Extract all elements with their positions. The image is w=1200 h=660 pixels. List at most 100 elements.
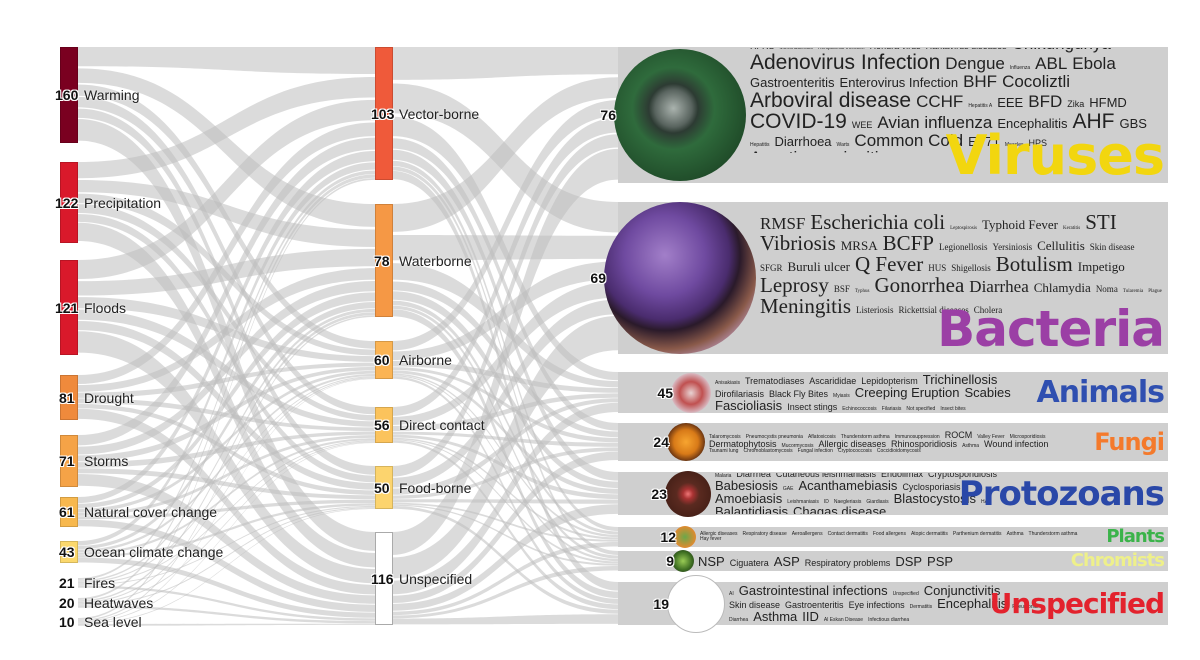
word: BHF [963,72,998,92]
word: MRSA [840,238,878,254]
word: Hantavirus diseases [926,48,1007,51]
word: Aflatoxicosis [807,433,836,440]
pathway-count: 60 [374,352,390,368]
word: Cryptococcosis [837,447,872,454]
flow-link [78,605,375,624]
word: Pneumonia [1012,604,1038,610]
word: Rhinosporidiosis [891,438,958,449]
driver-bar[interactable] [60,260,78,355]
pathogen-image [665,470,711,517]
driver-count: 61 [59,504,75,520]
word: IID [802,609,819,624]
pathway-bar[interactable] [375,466,393,509]
driver-label: Ocean climate change [84,544,224,560]
word: Avian influenza [877,113,993,133]
word: Cutaneous leishmaniasis [775,473,876,479]
flow-link [78,99,375,280]
word: Warts [836,142,850,149]
word: Aseptic meningitis [750,149,887,153]
word: Atopic dermatitis [910,531,948,537]
word: Zika [1067,99,1085,110]
word: HPS [1028,138,1048,149]
word: AI [729,591,734,597]
word: EEE [997,95,1024,111]
flow-link [78,302,375,550]
flow-link [392,437,618,540]
driver-bar[interactable] [60,541,78,563]
word: Respiratory problems [804,557,891,568]
driver-bar[interactable] [60,375,78,420]
word: Cryptosporidiosis [928,473,998,479]
flow-link [78,376,375,584]
pathogen-panel-unspecified[interactable]: 19 AI Gastrointestinal infections Unspecifi… [618,574,1168,633]
word: Parthenium dermatitis [952,531,1002,537]
flow-link [78,47,375,74]
driver-label: Precipitation [84,194,162,211]
pathogen-image [614,49,746,181]
driver-bar[interactable] [60,497,78,527]
word: Q Fever [854,252,924,277]
flow-link [392,170,618,591]
flow-link [392,614,618,625]
word: HFRS [750,48,775,51]
word: Meningitis [760,294,852,319]
driver-bar[interactable] [60,435,78,487]
word: ID [823,498,829,505]
driver-bar[interactable] [60,162,78,243]
pathway-label: Airborne [399,352,452,368]
word: Infectious diarrhea [868,617,910,623]
word: Amoebiasis [715,490,783,506]
pathogen-image [604,202,756,354]
word: Diarrhoea [774,134,832,150]
pathogen-count: 19 [653,595,669,612]
word: HFMD [1089,95,1127,111]
word: Insect stings [787,402,838,412]
word: Dirofilariasis [715,389,765,399]
word: Conjunctivitis [923,583,1001,598]
pathway-bar[interactable] [375,341,393,379]
pathogen-panel-viruses[interactable]: 76HFRSMononucleosisHenipavirus Infection… [600,47,1168,183]
pathway-bar[interactable] [375,407,393,443]
flow-link [78,222,375,568]
pathway-bar[interactable] [375,204,393,317]
word: Asthma [962,442,980,449]
driver-bar[interactable] [60,47,78,143]
driver-label: Warming [84,87,140,103]
pathogen-image [674,526,696,548]
word: Allergic diseases [700,531,738,537]
word: Gastroenteritis [785,600,844,610]
flow-link [78,162,375,546]
pathway-bar[interactable] [375,532,393,625]
flow-link [78,623,375,626]
flow-link [78,519,375,612]
word: HUS [928,263,947,274]
pathogen-title: Plants [1106,526,1165,547]
pathway-bar[interactable] [375,47,393,180]
word: Shigellosis [951,263,991,274]
word: Mucormycosis [781,442,814,449]
word: Gastrointestinal infections [738,583,888,598]
driver-label: Sea level [84,614,142,630]
pathogen-title: Unspecified [989,586,1165,620]
word: Filariasis [881,406,902,412]
flow-link [78,292,375,509]
word: Enterovirus Infection [839,75,959,91]
word: Henipavirus Infection [817,48,865,52]
word: Influenza [1009,65,1031,72]
word: Cellulitis [1037,238,1085,254]
word: Impetigo [1077,259,1125,275]
word: GAE [782,485,794,492]
flow-link [78,378,375,623]
flow-link [392,263,618,388]
word: Hepatitis A [968,103,993,110]
flow-link [78,373,375,553]
word: Legionellosis [938,242,988,253]
